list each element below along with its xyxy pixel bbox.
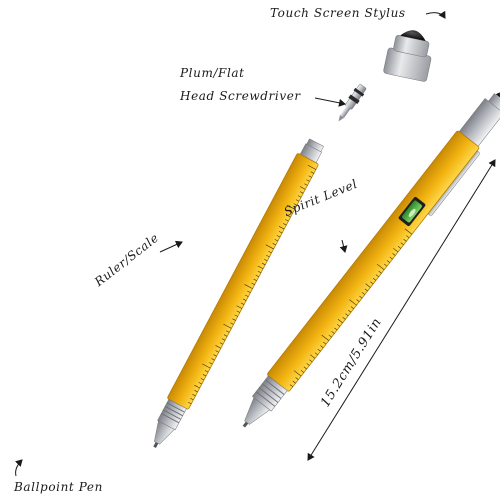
screwdriver-label: Plum/Flat Head Screwdriver <box>180 66 301 104</box>
screwdriver-label-line2: Head Screwdriver <box>180 89 301 103</box>
stylus-label: Touch Screen Stylus <box>270 6 406 20</box>
screwdriver-bit <box>338 84 367 122</box>
length-dimension <box>307 159 496 461</box>
level-pen <box>242 91 500 428</box>
screwdriver-label-line1: Plum/Flat <box>180 66 245 80</box>
stylus-cap <box>383 30 432 82</box>
ruler-pen <box>153 138 324 448</box>
ballpoint-label: Ballpoint Pen <box>14 480 103 494</box>
